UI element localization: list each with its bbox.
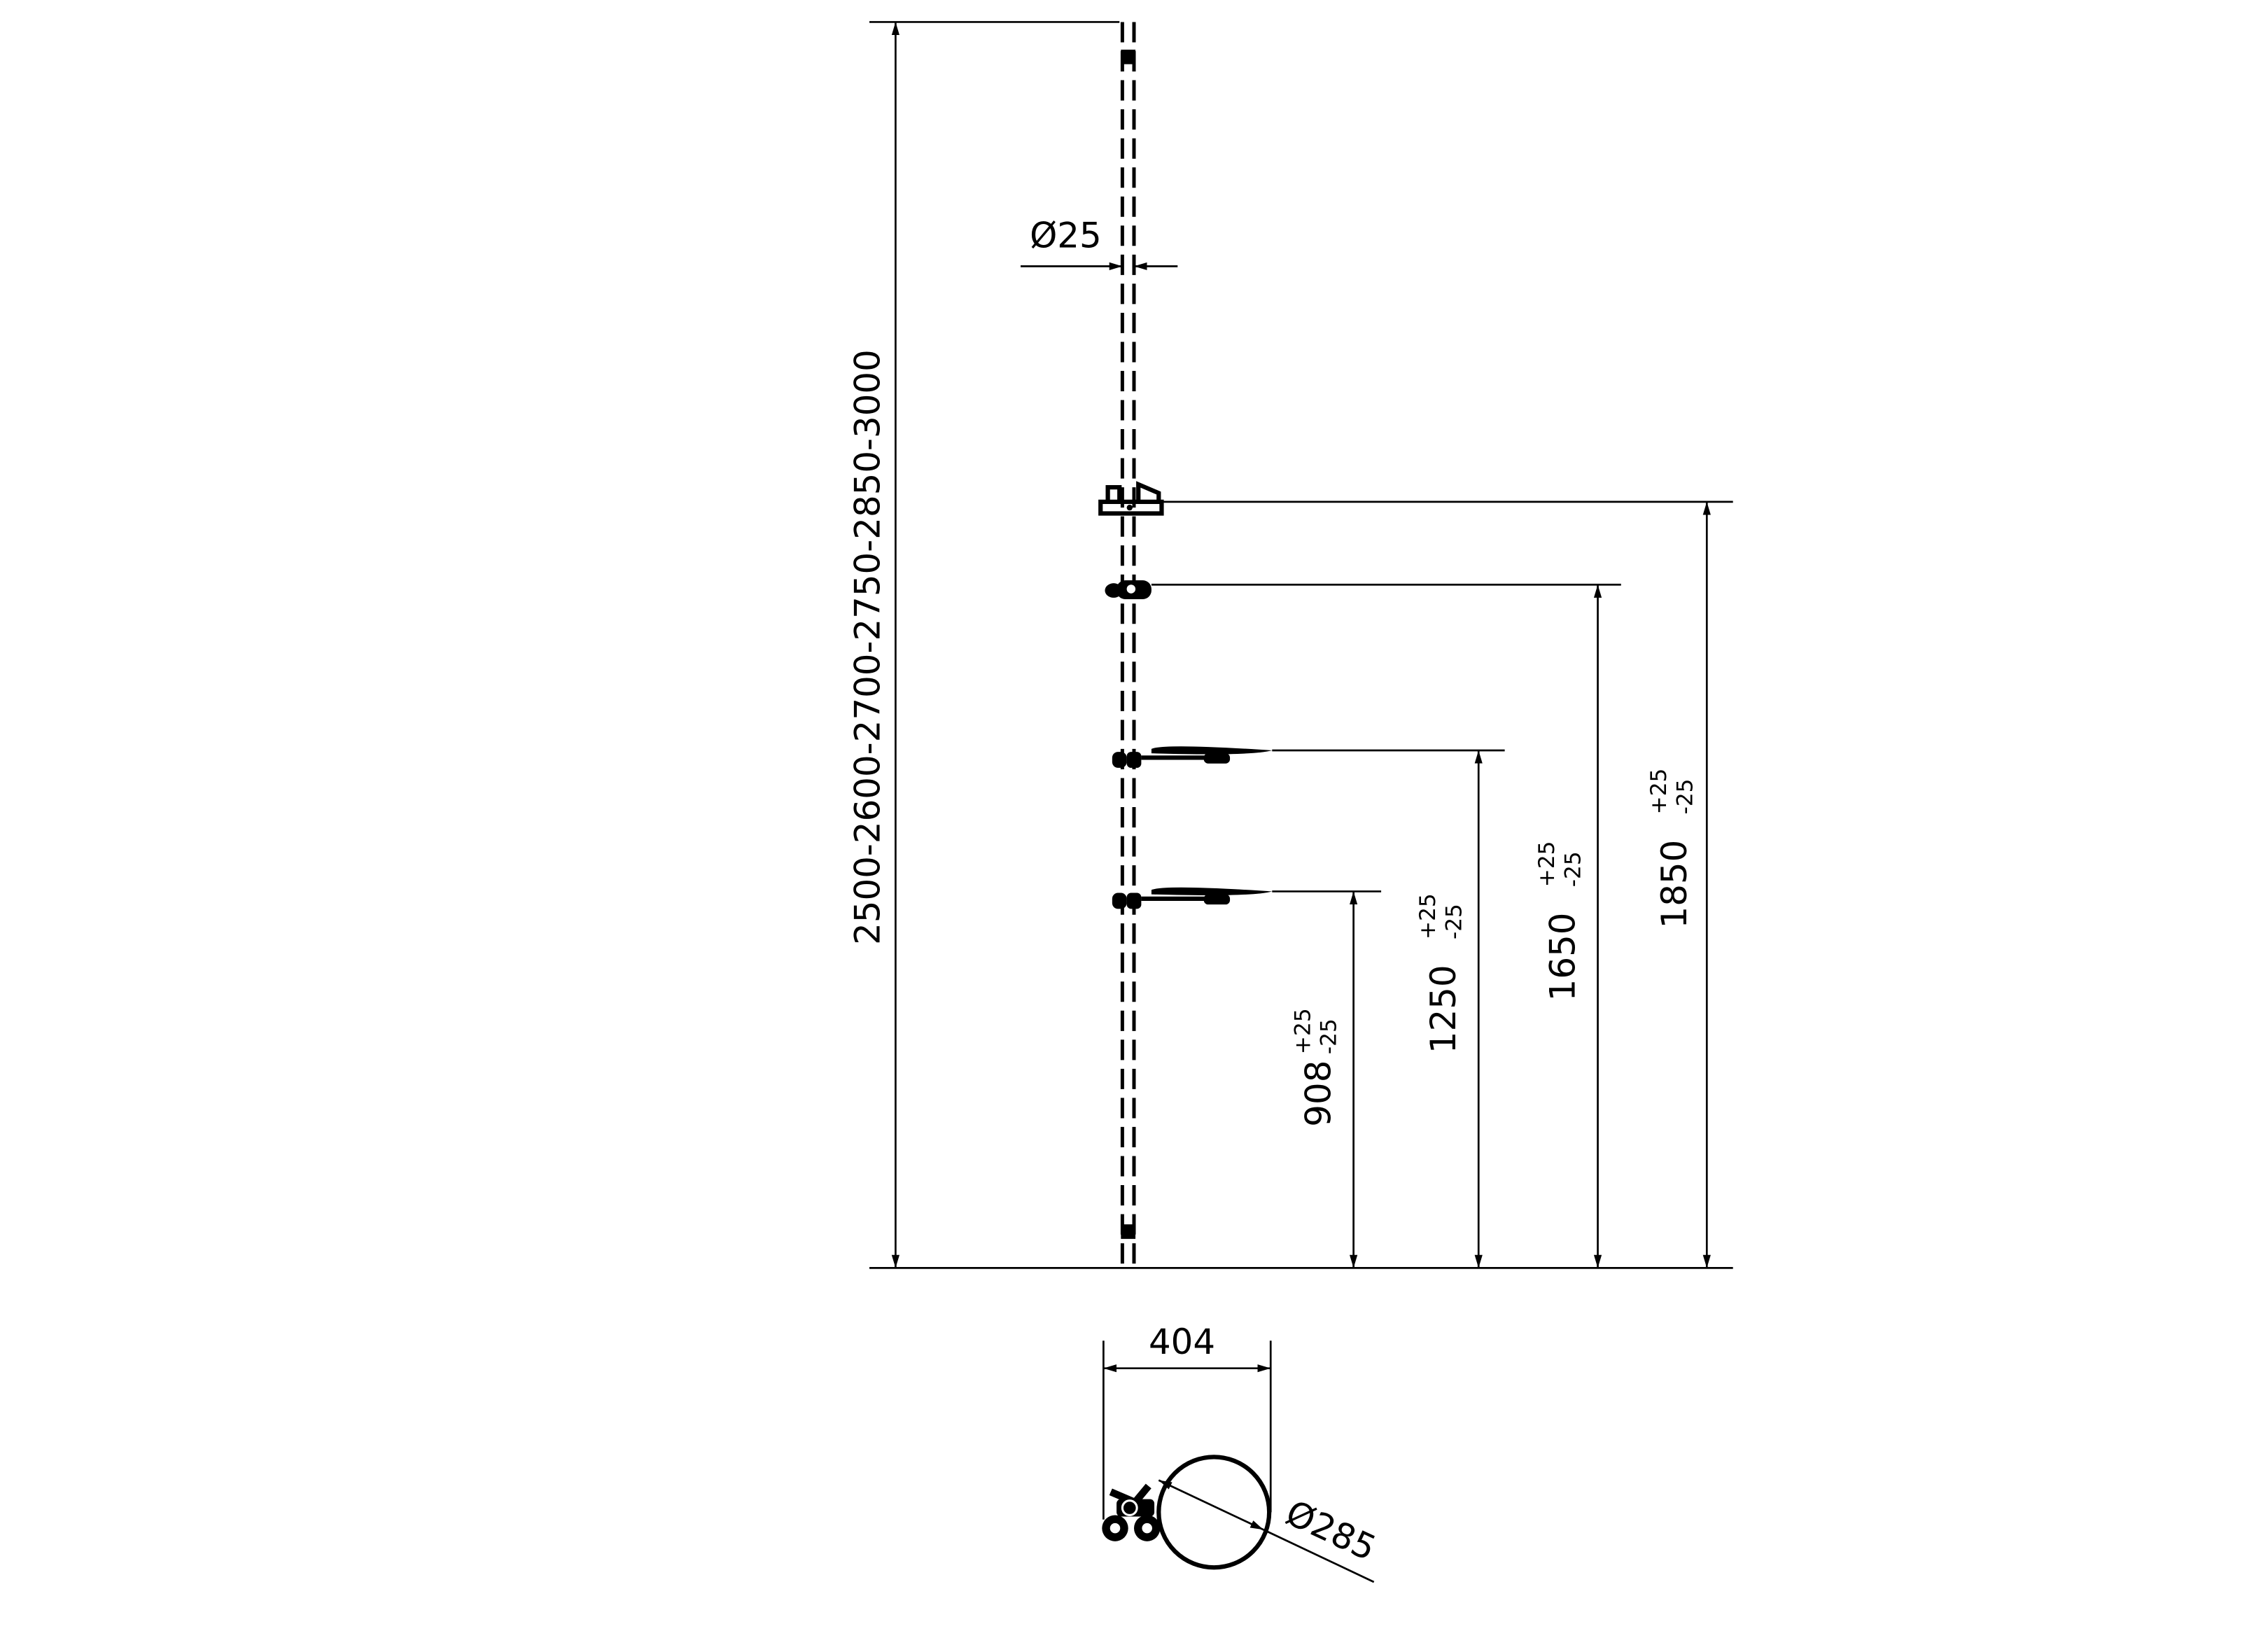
shower-holder: [1098, 481, 1164, 516]
overall-height-dimension: 2500-2600-2700-2750-2850-3000: [848, 21, 1733, 1269]
height-label: 1850: [1654, 840, 1695, 929]
pole-diameter-label: Ø25: [1030, 215, 1102, 255]
dimension-1850: 1850 +25 -25: [1163, 500, 1733, 1268]
tolerance-plus: +25: [1534, 841, 1560, 888]
tolerance-minus: -25: [1441, 904, 1466, 939]
shelf-diameter-label: Ø285: [1280, 1492, 1382, 1569]
tolerance-plus: +25: [1290, 1008, 1315, 1054]
tolerance-plus: +25: [1415, 893, 1441, 939]
overall-height-label: 2500-2600-2700-2750-2850-3000: [848, 349, 888, 945]
height-label: 1650: [1542, 913, 1583, 1002]
dimension-1650: 1650 +25 -25: [1151, 583, 1621, 1268]
height-label: 908: [1298, 1060, 1338, 1127]
pole: [1120, 22, 1136, 1268]
dimension-908: 908 +25 -25: [1272, 890, 1382, 1268]
tolerance-plus: +25: [1646, 769, 1672, 815]
clamp-top-view: [1102, 1483, 1161, 1541]
shelf-upper: [1112, 746, 1273, 768]
tolerance-minus: -25: [1317, 1018, 1342, 1054]
plan-width-label: 404: [1149, 1322, 1215, 1362]
dimension-1250: 1250 +25 -25: [1272, 749, 1505, 1268]
shelf-lower: [1112, 887, 1273, 909]
shelf-outline: [1156, 1455, 1272, 1570]
hand-shower-bracket: [1105, 580, 1152, 599]
plan-view: 404 Ø285: [1102, 1322, 1382, 1583]
tolerance-minus: -25: [1673, 779, 1698, 815]
pole-diameter-dimension: Ø25: [1021, 215, 1178, 270]
height-label: 1250: [1423, 965, 1464, 1054]
tolerance-minus: -25: [1561, 851, 1586, 887]
